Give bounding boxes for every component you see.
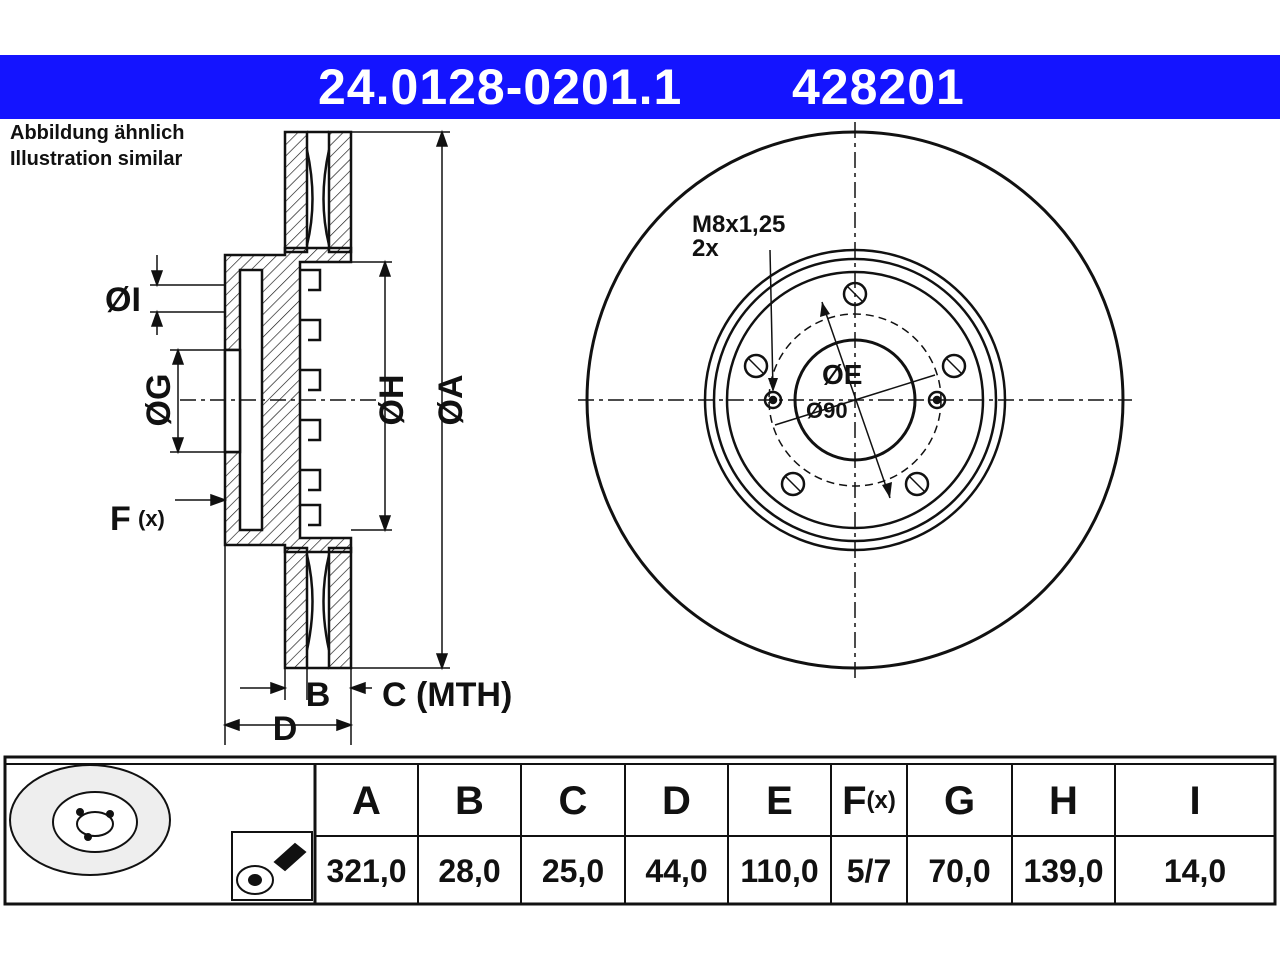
mounting-icon xyxy=(231,831,313,901)
label-pcd: Ø90 xyxy=(806,398,848,423)
label-D: D xyxy=(273,710,298,748)
label-E: ØE xyxy=(822,359,862,390)
label-F: F xyxy=(110,500,131,538)
col-header-G: G xyxy=(943,778,976,823)
label-I: ØI xyxy=(105,281,141,319)
label-B: B xyxy=(306,676,331,714)
value-I: 14,0 xyxy=(1163,852,1227,889)
label-thread-count: 2x xyxy=(692,235,719,262)
col-header-E: E xyxy=(766,778,793,823)
col-header-H: H xyxy=(1049,778,1078,823)
illustration-note-en: Illustration similar xyxy=(10,148,183,170)
upper-friction-ring xyxy=(283,130,353,254)
leaders xyxy=(769,249,936,499)
section-dimensions xyxy=(150,129,450,745)
label-H: ØH xyxy=(373,375,411,426)
part-number: 24.0128-0201.1 xyxy=(318,59,683,115)
label-F-sub: (x) xyxy=(138,506,165,531)
table-grid xyxy=(3,755,1277,906)
front-view xyxy=(578,122,1132,678)
technical-drawing: ØI ØG F (x) ØH ØA B C (MTH) D xyxy=(105,122,1132,748)
disc-thumbnail xyxy=(9,764,171,876)
bolt-holes xyxy=(743,281,967,497)
value-D: 44,0 xyxy=(645,852,708,889)
label-C: C (MTH) xyxy=(382,676,512,714)
title-bar: 24.0128-0201.1 428201 xyxy=(0,55,1280,119)
value-A: 321,0 xyxy=(326,852,407,889)
col-header-I: I xyxy=(1189,778,1201,823)
col-header-F: F(x) xyxy=(842,778,896,823)
col-header-A: A xyxy=(352,778,381,823)
label-A: ØA xyxy=(432,375,470,426)
value-F: 5/7 xyxy=(846,852,892,889)
ate-number: 428201 xyxy=(792,59,965,115)
value-E: 110,0 xyxy=(740,852,819,889)
label-G: ØG xyxy=(140,374,178,427)
value-B: 28,0 xyxy=(438,852,501,889)
spec-table: A B C D E F(x) G H I 321,0 28,0 25,0 44,… xyxy=(0,752,1280,907)
col-header-C: C xyxy=(558,778,588,823)
value-C: 25,0 xyxy=(541,852,605,889)
lower-friction-ring xyxy=(283,546,353,670)
label-thread: M8x1,25 xyxy=(692,211,785,238)
col-header-B: B xyxy=(455,778,484,823)
value-G: 70,0 xyxy=(928,852,991,889)
cross-section-view xyxy=(180,130,380,670)
illustration-note-de: Abbildung ähnlich xyxy=(10,122,185,144)
col-header-D: D xyxy=(662,778,691,823)
value-H: 139,0 xyxy=(1023,852,1104,889)
